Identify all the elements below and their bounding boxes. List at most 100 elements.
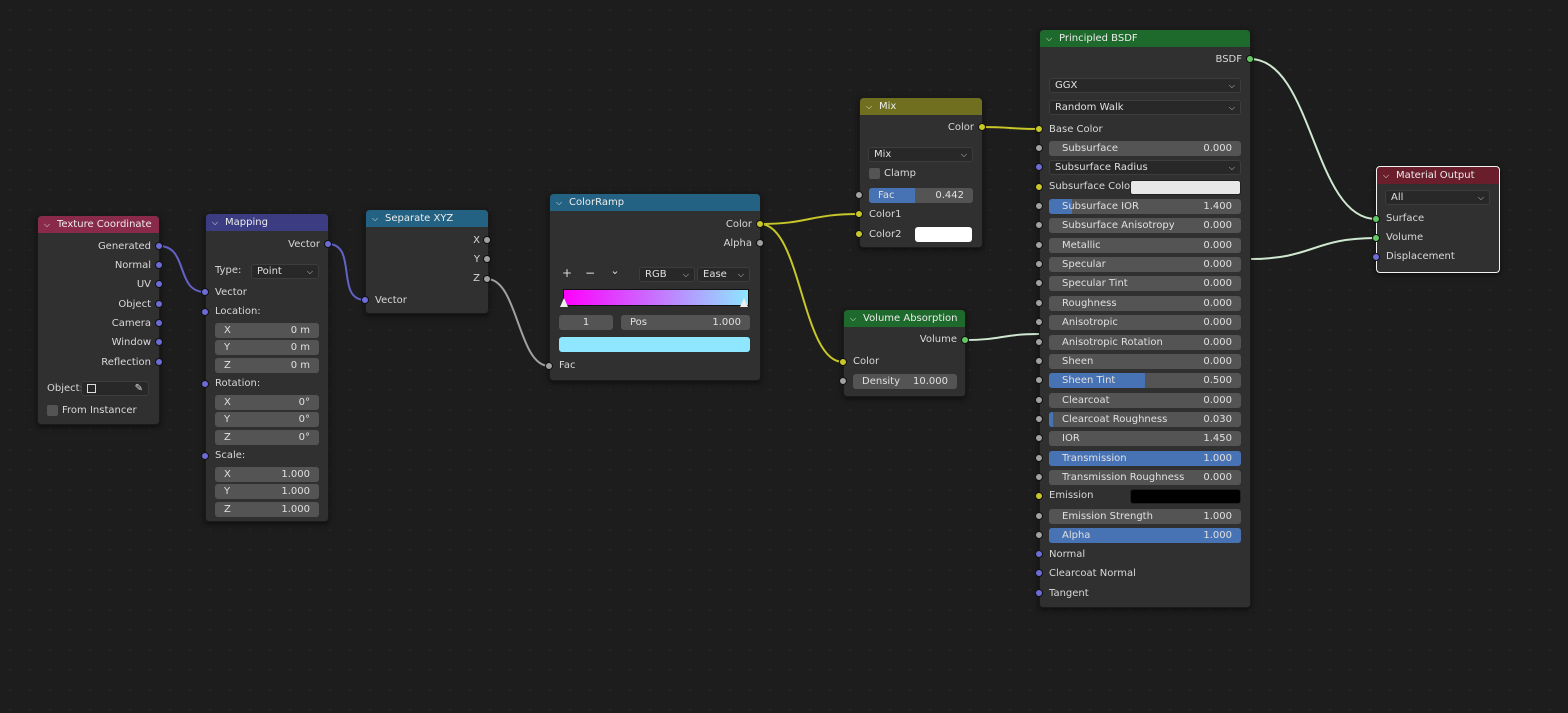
texcoord-camera-socket[interactable] [155,319,163,327]
roughness-field[interactable]: Roughness0.000 [1049,296,1241,311]
bsdf-input-socket-13[interactable] [1035,396,1043,404]
stop-handle-left[interactable] [560,298,568,307]
separate-z-socket[interactable] [483,275,491,283]
volume-absorption-node[interactable]: ⌵Volume Absorption Volume Color Density1… [843,309,966,397]
scale-x-field[interactable]: X1.000 [215,467,319,482]
blend-mode-dropdown[interactable]: Mix⌵ [868,147,973,162]
bsdf-input-socket-0[interactable] [1035,144,1043,152]
distribution-dropdown[interactable]: GGX⌵ [1049,78,1241,93]
specular-tint-field[interactable]: Specular Tint0.000 [1049,276,1241,291]
texcoord-uv-socket[interactable] [155,280,163,288]
output-displacement-socket[interactable] [1372,253,1380,261]
volume-out-socket[interactable] [961,336,969,344]
collapse-chevron-icon[interactable]: ⌵ [1046,34,1056,44]
transmission-roughness-field[interactable]: Transmission Roughness0.000 [1049,470,1241,485]
node-header[interactable]: ⌵Mapping [206,214,328,231]
stop-index-field[interactable]: 1 [559,315,613,330]
add-stop-button[interactable]: + [560,266,574,280]
ior-field[interactable]: IOR1.450 [1049,431,1241,446]
object-picker[interactable]: ✎ [81,381,149,396]
output-surface-socket[interactable] [1372,215,1380,223]
mapping-node[interactable]: ⌵Mapping Vector Type: Point⌵ Vector Loca… [205,213,329,522]
subsurface-radius-dropdown[interactable]: Subsurface Radius⌵ [1049,160,1241,175]
scale-z-field[interactable]: Z1.000 [215,502,319,517]
separate-vector-in-socket[interactable] [361,296,369,304]
bsdf-input-socket-2[interactable] [1035,183,1043,191]
anisotropic-field[interactable]: Anisotropic0.000 [1049,315,1241,330]
collapse-chevron-icon[interactable]: ⌵ [1383,171,1393,181]
location-x-field[interactable]: X0 m [215,323,319,338]
bsdf-input-socket-17[interactable] [1035,473,1043,481]
colorramp-node[interactable]: ⌵ColorRamp Color Alpha + − ⌄ RGB⌵ Ease⌵ … [549,193,761,381]
mix-fac-socket[interactable] [855,191,863,199]
mix-color2-socket[interactable] [855,230,863,238]
metallic-field[interactable]: Metallic0.000 [1049,238,1241,253]
bsdf-input-socket-4[interactable] [1035,221,1043,229]
collapse-chevron-icon[interactable]: ⌵ [372,214,382,224]
alpha-field[interactable]: Alpha1.000 [1049,528,1241,543]
bsdf-input-socket-16[interactable] [1035,454,1043,462]
anisotropic-rotation-field[interactable]: Anisotropic Rotation0.000 [1049,335,1241,350]
collapse-chevron-icon[interactable]: ⌵ [212,218,222,228]
bsdf-clearcoat-normal-socket[interactable] [1035,569,1043,577]
mapping-location-socket[interactable] [201,308,209,316]
clearcoat-field[interactable]: Clearcoat0.000 [1049,393,1241,408]
target-dropdown[interactable]: All⌵ [1385,190,1490,205]
subsurface-field[interactable]: Subsurface0.000 [1049,141,1241,156]
bsdf-input-socket-15[interactable] [1035,434,1043,442]
specular-field[interactable]: Specular0.000 [1049,257,1241,272]
colorramp-fac-socket[interactable] [545,362,553,370]
interpolation-dropdown[interactable]: Ease⌵ [697,267,750,282]
mapping-vector-out-socket[interactable] [324,240,332,248]
bsdf-input-socket-19[interactable] [1035,512,1043,520]
mix-node[interactable]: ⌵Mix Color Mix⌵ Clamp Fac0.442 Color1 Co… [859,97,983,248]
node-header[interactable]: ⌵Principled BSDF [1040,30,1250,47]
mapping-rotation-socket[interactable] [201,380,209,388]
location-z-field[interactable]: Z0 m [215,358,319,373]
stop-color-swatch[interactable] [559,337,750,352]
location-y-field[interactable]: Y0 m [215,340,319,355]
bsdf-base-color-socket[interactable] [1035,125,1043,133]
color-mode-dropdown[interactable]: RGB⌵ [639,267,695,282]
remove-stop-button[interactable]: − [583,266,597,280]
texcoord-window-socket[interactable] [155,338,163,346]
eyedropper-icon[interactable]: ✎ [135,383,143,394]
bsdf-input-socket-6[interactable] [1035,260,1043,268]
subsurface-method-dropdown[interactable]: Random Walk⌵ [1049,100,1241,115]
texture-coordinate-node[interactable]: ⌵Texture Coordinate Generated Normal UV … [37,215,160,425]
texcoord-reflection-socket[interactable] [155,358,163,366]
collapse-chevron-icon[interactable]: ⌵ [866,102,876,112]
texcoord-generated-socket[interactable] [155,242,163,250]
separate-x-socket[interactable] [483,236,491,244]
volume-density-socket[interactable] [839,377,847,385]
density-field[interactable]: Density10.000 [853,374,957,389]
bsdf-tangent-socket[interactable] [1035,589,1043,597]
texcoord-object-socket[interactable] [155,300,163,308]
principled-bsdf-node[interactable]: ⌵Principled BSDF BSDF GGX⌵ Random Walk⌵ … [1039,29,1251,608]
rotation-x-field[interactable]: X0° [215,395,319,410]
subsurface-ior-field[interactable]: Subsurface IOR1.400 [1049,199,1241,214]
mix-color-out-socket[interactable] [978,123,986,131]
type-dropdown[interactable]: Point⌵ [251,264,319,279]
stop-position-field[interactable]: Pos1.000 [621,315,750,330]
fac-field[interactable]: Fac0.442 [869,188,973,203]
collapse-chevron-icon[interactable]: ⌵ [44,220,54,230]
node-header[interactable]: ⌵ColorRamp [550,194,760,211]
mapping-scale-socket[interactable] [201,452,209,460]
volume-color-socket[interactable] [839,358,847,366]
bsdf-input-socket-18[interactable] [1035,492,1043,500]
bsdf-input-socket-10[interactable] [1035,338,1043,346]
mix-color1-socket[interactable] [855,210,863,218]
mapping-vector-in-socket[interactable] [201,288,209,296]
output-volume-socket[interactable] [1372,234,1380,242]
subsurface-colo-swatch[interactable] [1130,180,1241,195]
bsdf-input-socket-14[interactable] [1035,415,1043,423]
subsurface-anisotropy-field[interactable]: Subsurface Anisotropy0.000 [1049,218,1241,233]
bsdf-input-socket-7[interactable] [1035,279,1043,287]
sheen-field[interactable]: Sheen0.000 [1049,354,1241,369]
bsdf-input-socket-11[interactable] [1035,357,1043,365]
bsdf-input-socket-5[interactable] [1035,241,1043,249]
stop-handle-right[interactable] [740,298,748,307]
emission-swatch[interactable] [1130,489,1241,504]
bsdf-out-socket[interactable] [1246,55,1254,63]
